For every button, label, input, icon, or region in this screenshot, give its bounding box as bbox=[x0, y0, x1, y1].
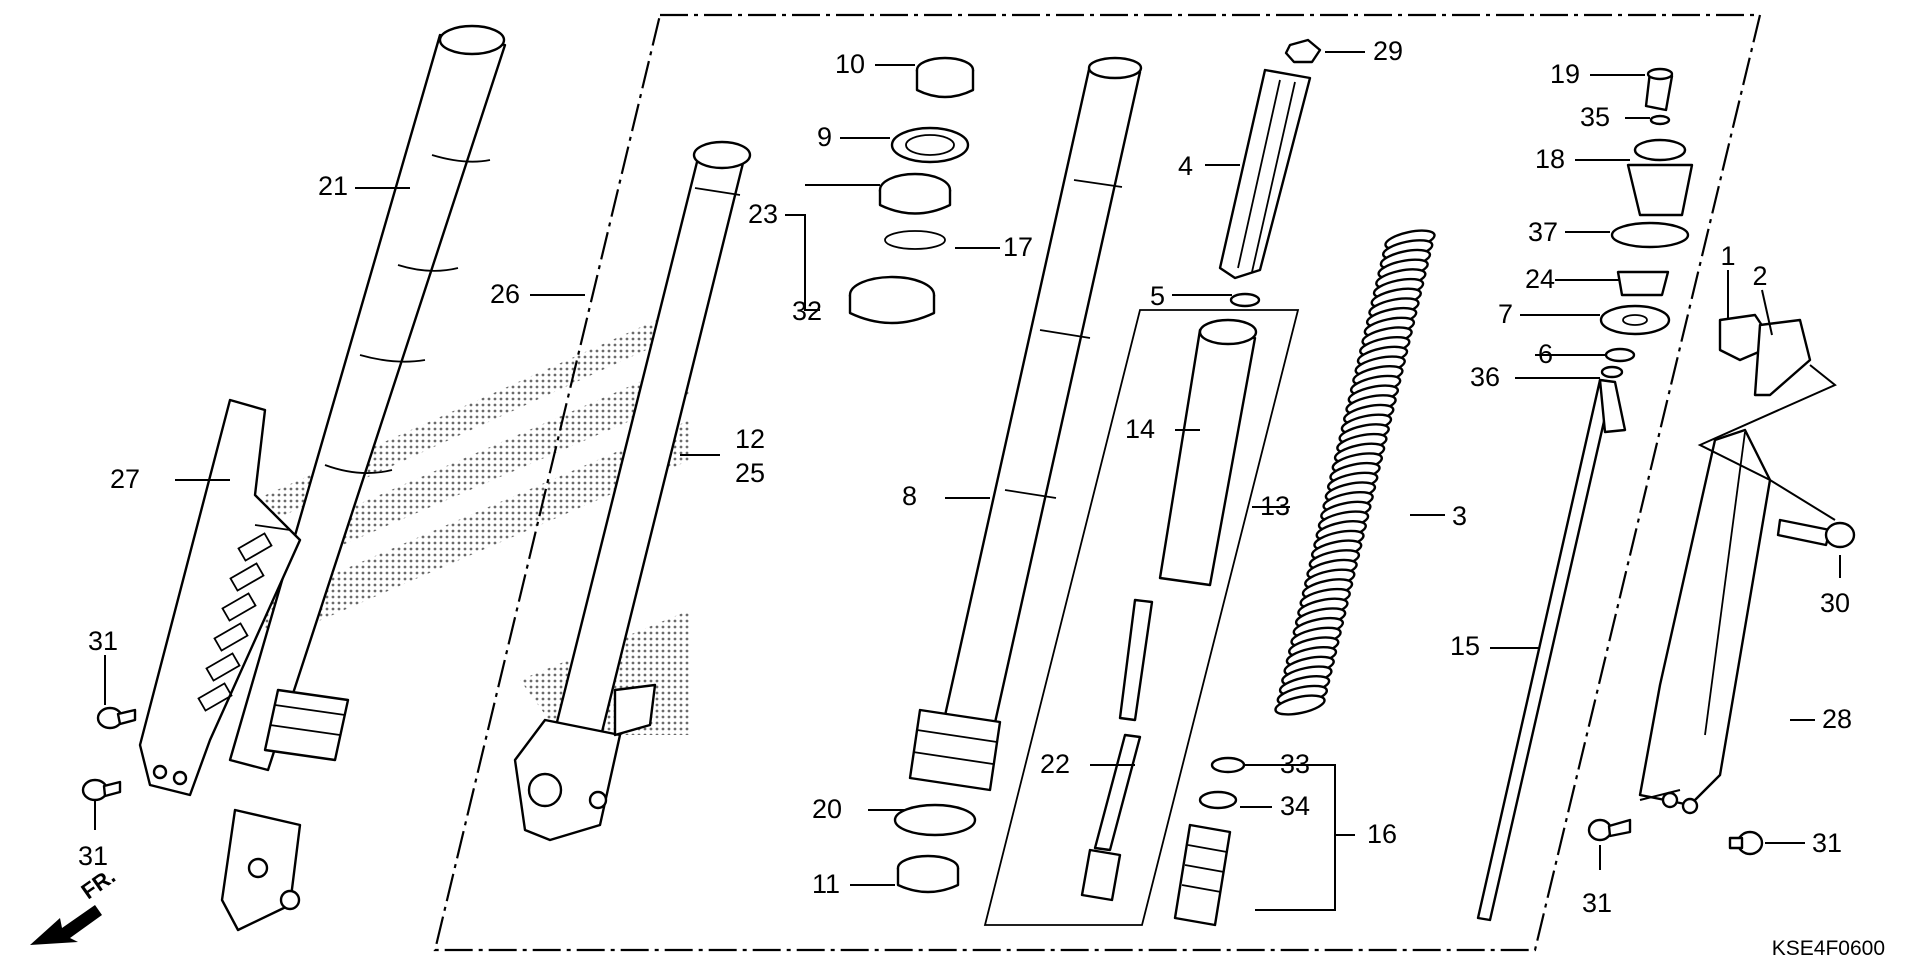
callout-labels: 1 2 3 4 5 6 7 8 9 10 11 12 13 14 15 16 1… bbox=[78, 36, 1852, 918]
callout-14: 14 bbox=[1125, 414, 1155, 444]
washer-5 bbox=[1229, 292, 1261, 308]
cylinder-14 bbox=[1158, 318, 1258, 587]
fork-inner-tube-26 bbox=[513, 140, 752, 842]
callout-15: 15 bbox=[1450, 631, 1480, 661]
callout-3: 3 bbox=[1452, 501, 1467, 531]
seal-stack bbox=[848, 56, 975, 325]
bolt-31-right-lower bbox=[1587, 818, 1632, 842]
spring-coil bbox=[1274, 694, 1326, 716]
assembly-boundary bbox=[433, 13, 1762, 952]
o-ring-33 bbox=[1210, 756, 1246, 774]
callout-11: 11 bbox=[812, 869, 840, 899]
callout-16: 16 bbox=[1367, 819, 1397, 849]
bushing-11 bbox=[896, 854, 960, 894]
callout-18: 18 bbox=[1535, 144, 1565, 174]
callout-12: 12 bbox=[735, 424, 765, 454]
leader-lines bbox=[94, 51, 1841, 911]
callout-28: 28 bbox=[1822, 704, 1852, 734]
sleeve-4 bbox=[1218, 68, 1312, 280]
callout-35: 35 bbox=[1580, 102, 1610, 132]
callout-29: 29 bbox=[1373, 36, 1403, 66]
rod-22 bbox=[1080, 598, 1154, 902]
callout-30: 30 bbox=[1820, 588, 1850, 618]
bolt-31-right bbox=[1728, 830, 1764, 856]
callout-19: 19 bbox=[1550, 59, 1580, 89]
front-arrow: FR. bbox=[30, 863, 120, 945]
callout-2: 2 bbox=[1752, 261, 1767, 291]
callout-10: 10 bbox=[835, 49, 865, 79]
bolt-31-left-lower bbox=[81, 778, 122, 802]
bolt-30 bbox=[1776, 518, 1856, 549]
callout-13: 13 bbox=[1260, 491, 1290, 521]
bracket-1-2 bbox=[1718, 313, 1812, 397]
callout-31-left-lower: 31 bbox=[78, 841, 108, 871]
group-13-boundary bbox=[983, 309, 1300, 926]
damper-rod-15 bbox=[1476, 378, 1627, 922]
callout-37: 37 bbox=[1528, 217, 1558, 247]
front-arrow-icon bbox=[30, 905, 102, 945]
callout-34: 34 bbox=[1280, 791, 1310, 821]
nut-29 bbox=[1284, 38, 1322, 64]
callout-1: 1 bbox=[1720, 241, 1735, 271]
callout-26: 26 bbox=[490, 279, 520, 309]
callout-32: 32 bbox=[792, 296, 822, 326]
cap-bolt-stack bbox=[1599, 67, 1694, 379]
fork-guard-28 bbox=[1638, 428, 1772, 815]
callout-31-right-lower: 31 bbox=[1582, 888, 1612, 918]
callout-24: 24 bbox=[1525, 264, 1555, 294]
callout-23: 23 bbox=[748, 199, 778, 229]
diagram-code: KSE4F0600 bbox=[1772, 937, 1885, 960]
callout-22: 22 bbox=[1040, 749, 1070, 779]
callout-6: 6 bbox=[1538, 339, 1553, 369]
ring-20 bbox=[893, 803, 977, 837]
callout-8: 8 bbox=[902, 481, 917, 511]
callout-4: 4 bbox=[1178, 151, 1193, 181]
fork-tube-8 bbox=[908, 56, 1143, 792]
callout-9: 9 bbox=[817, 122, 832, 152]
callout-21: 21 bbox=[318, 171, 348, 201]
o-ring-34 bbox=[1198, 790, 1238, 810]
base-valve-16 bbox=[1173, 823, 1232, 927]
callout-27: 27 bbox=[110, 464, 140, 494]
callout-20: 20 bbox=[812, 794, 842, 824]
spring-3 bbox=[1274, 229, 1436, 716]
callout-31-left-upper: 31 bbox=[88, 626, 118, 656]
callout-5: 5 bbox=[1150, 281, 1165, 311]
callout-25: 25 bbox=[735, 458, 765, 488]
callout-31-right: 31 bbox=[1812, 828, 1842, 858]
callout-7: 7 bbox=[1498, 299, 1513, 329]
bolt-31-left-upper bbox=[96, 706, 137, 730]
callout-17: 17 bbox=[1003, 232, 1033, 262]
fork-outer-tube-21 bbox=[220, 24, 507, 932]
callout-33: 33 bbox=[1280, 749, 1310, 779]
fork-guard-27 bbox=[138, 398, 302, 797]
callout-36: 36 bbox=[1470, 362, 1500, 392]
